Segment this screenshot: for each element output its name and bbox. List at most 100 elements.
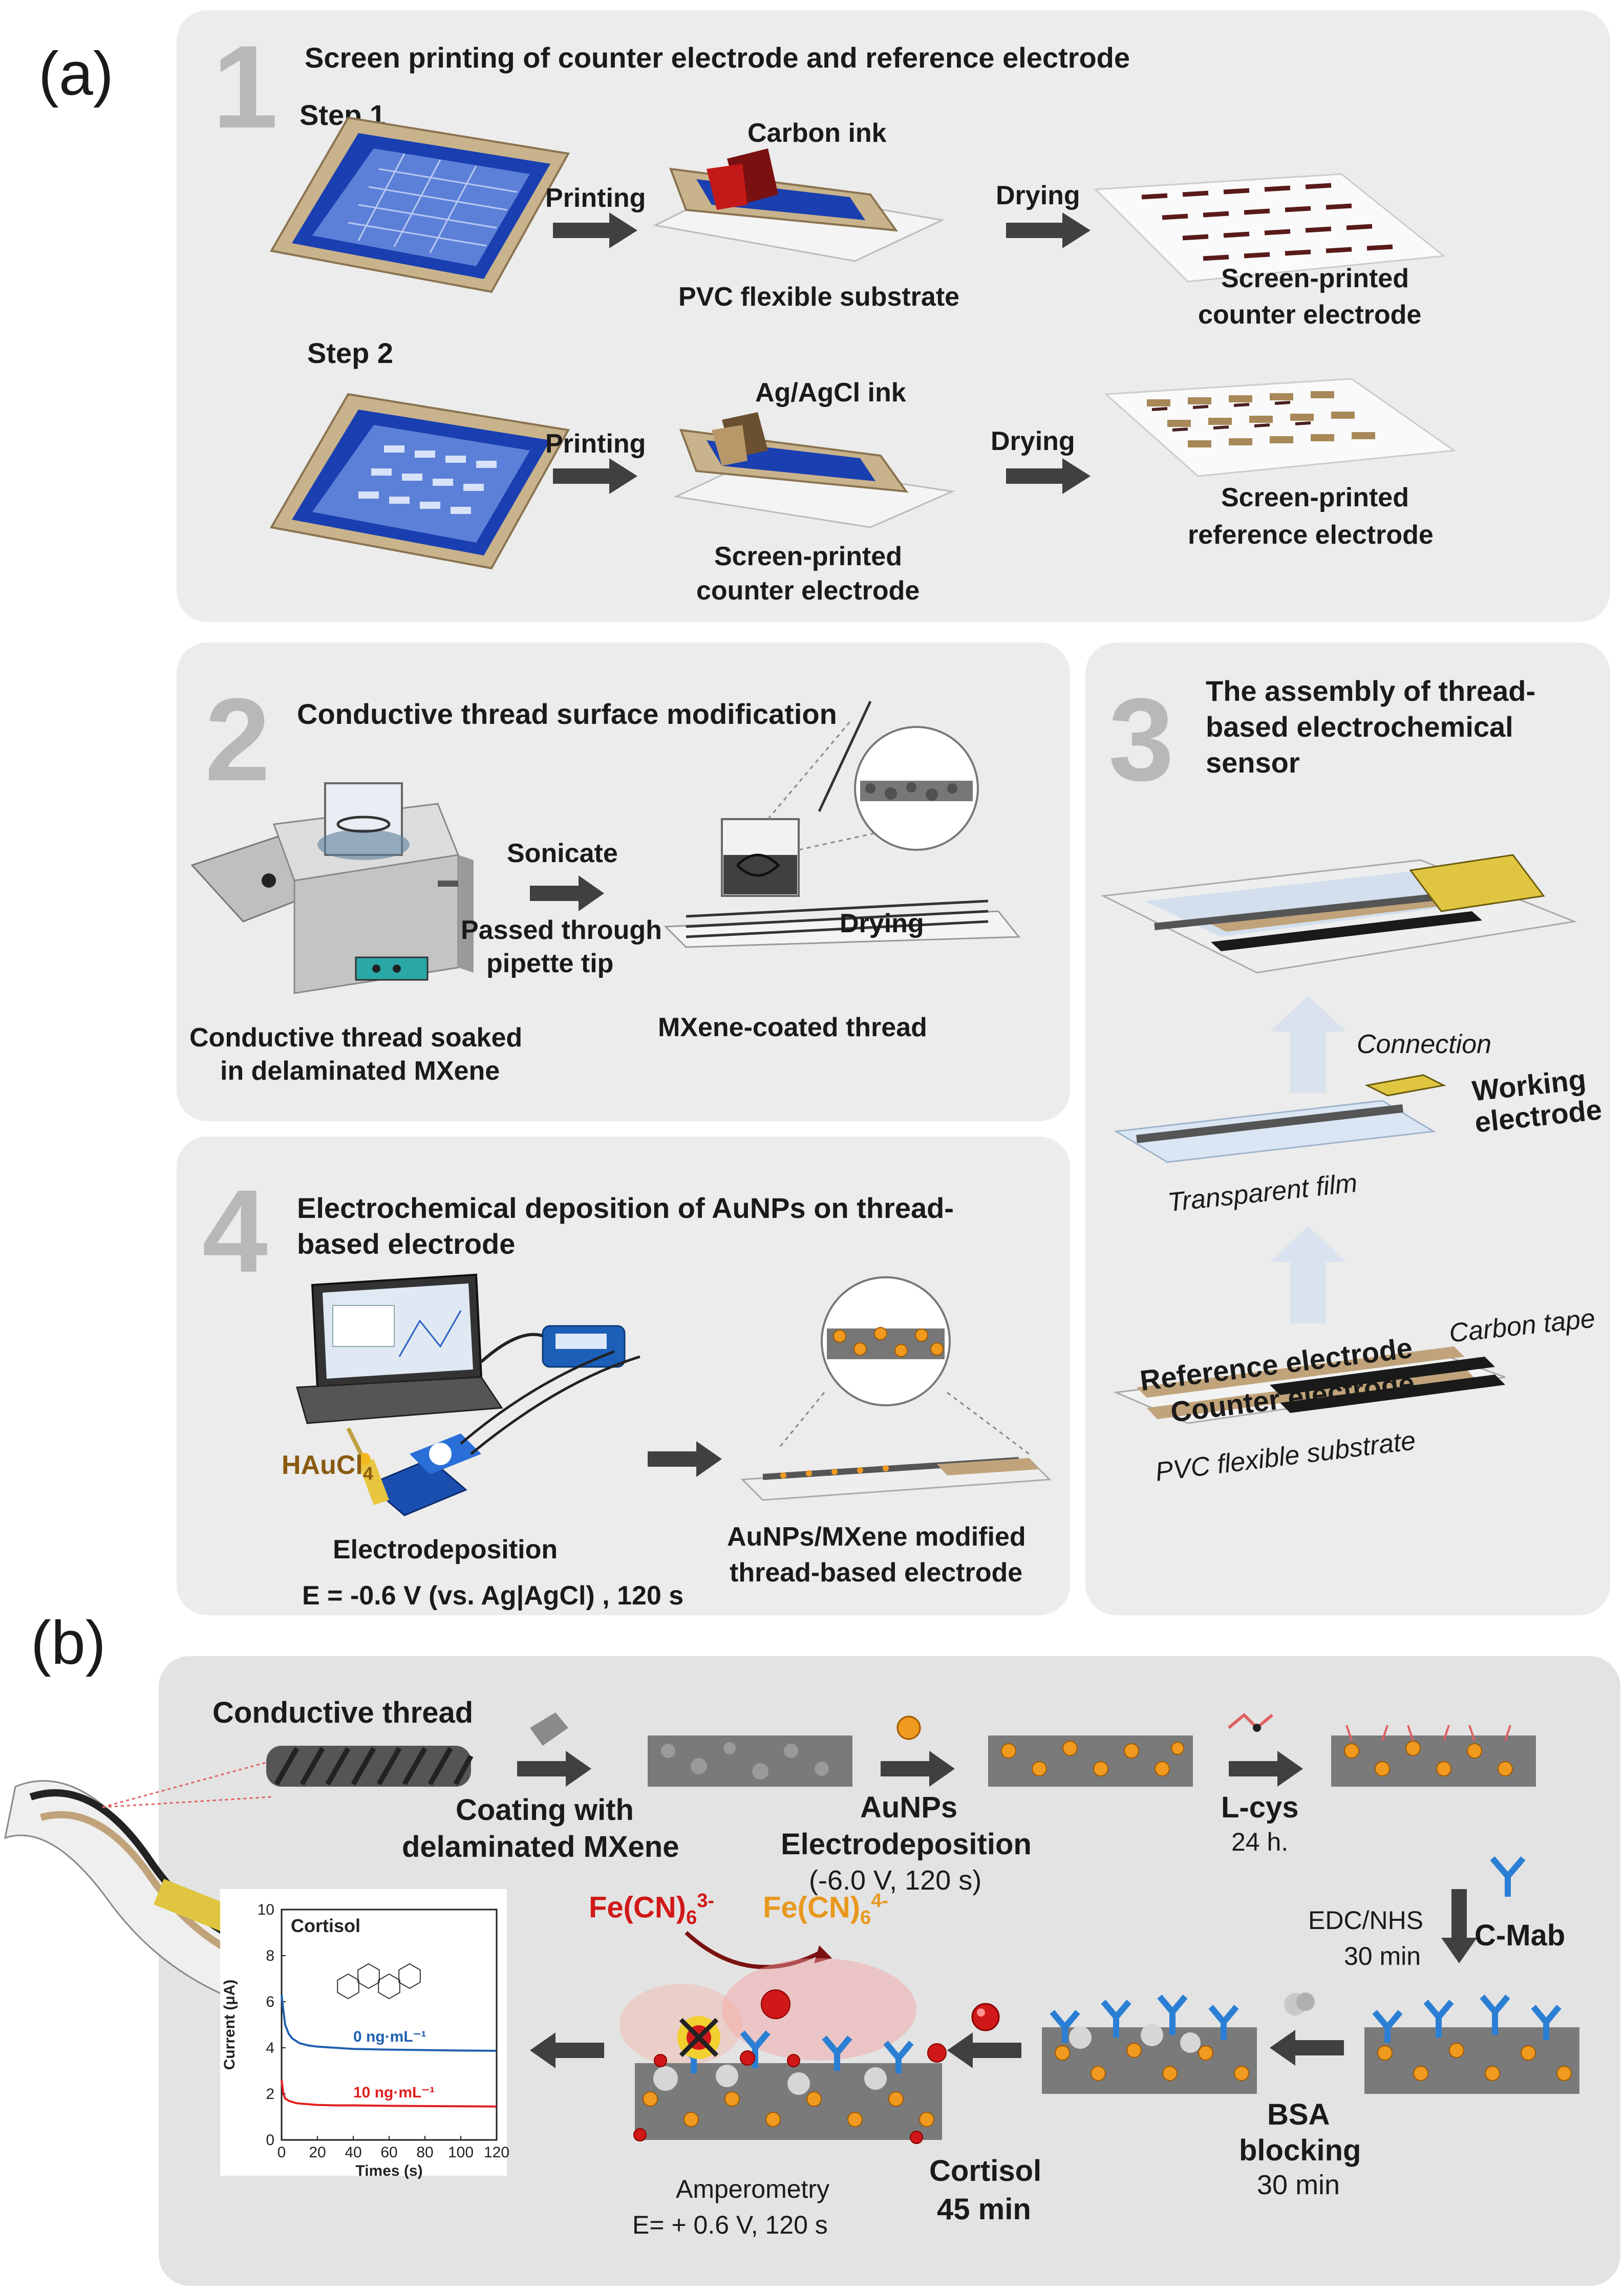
step2-printing-label: Printing — [545, 429, 646, 459]
section2-number: 2 — [205, 674, 270, 805]
aunps-label-line2: Electrodeposition — [781, 1828, 1032, 1861]
passed-through-line2: pipette tip — [486, 949, 614, 978]
step2-drying-arrow — [1006, 458, 1091, 494]
x-tick-label: 0 — [277, 2144, 286, 2161]
step1-result-line2: counter electrode — [1198, 300, 1422, 330]
base-electrodes-illustration — [1113, 1346, 1506, 1424]
aunps-label-line1: AuNPs — [860, 1791, 958, 1824]
aunps-result-line2: thread-based electrode — [730, 1558, 1023, 1588]
edc-nhs-time: 30 min — [1344, 1942, 1421, 1970]
l-cys-thread-illustration — [1331, 1725, 1536, 1787]
step1-screen-frame — [269, 116, 570, 293]
series-label: 0 ng·mL⁻¹ — [353, 2028, 426, 2045]
step1-printing-arrow — [553, 212, 637, 248]
ferrocyanide-label: Fe(CN)64- — [763, 1889, 888, 1930]
section4-title-line1: Electrochemical deposition of AuNPs on t… — [297, 1192, 954, 1224]
x-tick-label: 40 — [345, 2144, 361, 2161]
electrodeposition-potential: E = -0.6 V (vs. Ag|AgCl) , 120 s — [302, 1581, 684, 1611]
step2-result-line2: reference electrode — [1188, 520, 1434, 550]
y-tick-label: 0 — [266, 2132, 274, 2149]
step1-counter-electrode-sheet — [1094, 173, 1446, 283]
step2-substrate-line2: counter electrode — [696, 576, 920, 606]
step2-reference-electrode-sheet — [1104, 378, 1457, 477]
working-electrode-patch — [1364, 1074, 1446, 1097]
coating-line2: delaminated MXene — [402, 1830, 679, 1863]
aunps-label-line3: (-6.0 V, 120 s) — [809, 1865, 982, 1896]
aunp-icon — [896, 1716, 921, 1740]
c-mab-label: C-Mab — [1475, 1919, 1566, 1952]
x-tick-label: 80 — [416, 2144, 433, 2161]
flexible-sensor-illustration — [4, 1760, 272, 2003]
bsa-time: 30 min — [1257, 2170, 1340, 2200]
aunps-arrow — [881, 1751, 955, 1787]
step1-result-line1: Screen-printed — [1221, 264, 1409, 293]
ultrasonic-bath-illustration — [190, 782, 474, 994]
step2-result-line1: Screen-printed — [1221, 483, 1409, 512]
y-tick-label: 6 — [266, 1994, 274, 2010]
coating-line1: Coating with — [456, 1793, 634, 1827]
section2-drying-label: Drying — [840, 909, 924, 938]
mxene-flake-icon — [530, 1712, 568, 1746]
mxene-thread-illustration — [648, 1735, 852, 1787]
edc-down-arrow — [1441, 1889, 1477, 1963]
electrodeposition-setup-illustration — [296, 1273, 640, 1516]
x-tick-label: 100 — [448, 2144, 474, 2161]
bsa-line2: blocking — [1239, 2134, 1361, 2167]
mxene-coated-label: MXene-coated thread — [658, 1013, 927, 1042]
section3-title-line3: sensor — [1206, 746, 1300, 779]
section4-arrow — [648, 1441, 722, 1477]
cortisol-line2: 45 min — [937, 2193, 1031, 2226]
cortisol-structure-icon — [337, 1963, 421, 2000]
soaked-line1: Conductive thread soaked — [189, 1023, 523, 1053]
bsa-arrow — [1270, 2030, 1344, 2066]
section3-number: 3 — [1108, 674, 1174, 805]
y-tick-label: 2 — [266, 2086, 274, 2103]
cortisol-arrow — [947, 2032, 1021, 2068]
y-tick-label: 10 — [258, 1901, 274, 1918]
lower-assembly-arrow — [1270, 1226, 1347, 1323]
cortisol-ring — [398, 1963, 421, 1989]
fe3-base: Fe(CN) — [589, 1891, 687, 1924]
step2-substrate-line1: Screen-printed — [714, 542, 902, 571]
x-axis-label: Times (s) — [355, 2162, 422, 2179]
fe3-subscript: 6 — [686, 1906, 697, 1928]
conductive-thread-label: Conductive thread — [212, 1696, 474, 1729]
cortisol-molecule-icon — [971, 2003, 1000, 2031]
y-tick-label: 8 — [266, 1947, 274, 1964]
connection-label: Connection — [1357, 1030, 1492, 1059]
step2-screen-frame — [269, 393, 570, 570]
fe4-superscript: 4- — [871, 1890, 889, 1912]
haucl4-base: HAuCl — [282, 1450, 363, 1480]
cortisol-ring — [337, 1973, 359, 2000]
cortisol-ring — [378, 1973, 400, 2000]
section4-title-line2: based electrode — [297, 1228, 516, 1260]
sonicate-arrow — [530, 875, 604, 911]
haucl4-subscript: 4 — [362, 1463, 373, 1484]
bsa-protein-icon — [1284, 1992, 1315, 2016]
step1-printing-frame — [653, 148, 945, 262]
series-line-blank — [281, 1995, 497, 2052]
beaker-and-thread-illustration — [664, 700, 1021, 948]
assembled-sensor-illustration — [1100, 854, 1577, 974]
step2-ink-label: Ag/AgCl ink — [755, 378, 906, 408]
section1-number: 1 — [212, 21, 278, 153]
aunps-result-line1: AuNPs/MXene modified — [727, 1522, 1026, 1552]
step1-substrate-label: PVC flexible substrate — [678, 282, 960, 312]
edc-nhs-label: EDC/NHS — [1308, 1906, 1424, 1935]
step2-printing-arrow — [553, 458, 637, 494]
aunps-thread-illustration-b — [988, 1735, 1193, 1787]
step1-drying-arrow — [1006, 212, 1091, 248]
section4-number: 4 — [202, 1165, 268, 1297]
antibody-icon — [1490, 1856, 1526, 1897]
y-tick-label: 4 — [266, 2040, 274, 2056]
fe4-subscript: 6 — [860, 1906, 871, 1928]
bsa-line1: BSA — [1267, 2098, 1330, 2131]
sonicate-label: Sonicate — [507, 839, 618, 868]
amperometry-line1: Amperometry — [676, 2175, 830, 2203]
transparent-film-illustration — [1114, 1100, 1436, 1163]
step1-printing-label: Printing — [545, 183, 646, 213]
haucl4-label: HAuCl4 — [282, 1449, 373, 1485]
y-axis-label: Current (μA) — [221, 1980, 238, 2070]
coating-arrow — [517, 1751, 591, 1787]
